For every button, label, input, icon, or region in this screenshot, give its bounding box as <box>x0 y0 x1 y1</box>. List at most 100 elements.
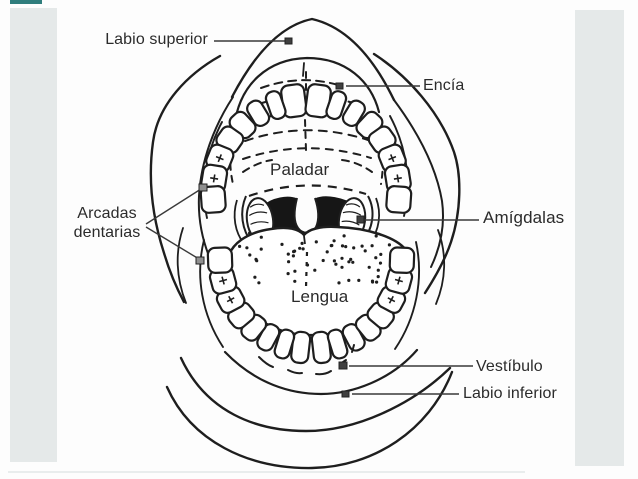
gum-dash-line <box>260 79 339 89</box>
stipple-dot <box>374 234 378 238</box>
label-labio-superior: Labio superior <box>105 31 208 48</box>
stipple-dot <box>370 244 374 248</box>
stipple-dot <box>347 278 351 282</box>
stipple-dot <box>374 256 378 260</box>
stipple-dot <box>313 268 317 272</box>
stipple-dot <box>300 241 304 245</box>
stipple-dot <box>293 279 297 283</box>
tongue-stipple-dots <box>238 231 391 285</box>
stipple-dot <box>363 249 367 253</box>
stipple-dot <box>253 275 257 279</box>
left-margin-panel <box>10 8 57 462</box>
leader-arcadas-lower <box>145 226 200 260</box>
stipple-dot <box>321 258 325 263</box>
stipple-dot <box>259 247 263 251</box>
pointer-markers <box>195 37 365 398</box>
stipple-dot <box>342 234 346 238</box>
stipple-dot <box>357 278 361 282</box>
stipple-dot <box>337 281 341 285</box>
outer-lip-lines <box>149 17 461 470</box>
stipple-dot <box>248 231 252 235</box>
marker-encia <box>335 82 344 90</box>
lower-gum-arch <box>223 348 419 396</box>
stipple-dot <box>298 246 302 250</box>
right-cheek-curve <box>372 52 461 295</box>
stipple-dot <box>305 263 310 267</box>
stipple-dot <box>376 268 380 272</box>
stipple-dot <box>371 280 375 284</box>
upper-lip-curve <box>230 17 396 102</box>
stipple-dot <box>257 281 261 285</box>
upper-frenulum-mark <box>302 62 305 77</box>
stipple-dot <box>351 260 355 264</box>
stipple-dot <box>367 265 371 269</box>
tooth-occlusal-mark <box>388 154 397 163</box>
stipple-dot <box>293 269 297 273</box>
chin-curve <box>165 370 454 470</box>
stipple-dot <box>376 275 380 279</box>
bottom-hairline <box>8 471 525 473</box>
right-margin-panel <box>575 10 624 466</box>
tooth-occlusal-mark <box>226 295 235 304</box>
tooth <box>388 246 416 274</box>
left-cheek-curve <box>149 54 222 304</box>
marker-arcadas-lower <box>195 256 205 265</box>
vestibule-dashes <box>258 344 355 376</box>
tongue-notch <box>303 235 306 245</box>
stipple-dot <box>301 247 305 251</box>
stipple-dot <box>387 243 391 247</box>
tooth <box>246 99 271 128</box>
label-amigdalas: Amígdalas <box>483 208 565 227</box>
marker-labio-inferior <box>341 390 350 398</box>
stipple-dot <box>314 240 318 244</box>
left-corner-fold <box>176 227 187 304</box>
stipple-dot <box>340 256 344 260</box>
stipple-dot <box>254 257 258 261</box>
lower-lip-curve <box>179 356 452 433</box>
stipple-dot <box>334 262 338 266</box>
tooth <box>385 185 413 214</box>
stipple-dot <box>375 280 379 284</box>
label-paladar: Paladar <box>270 160 330 179</box>
tooth-occlusal-mark <box>215 154 224 163</box>
leader-lines <box>145 40 479 395</box>
stipple-dot <box>292 250 296 254</box>
tooth <box>273 328 296 360</box>
tooth-occlusal-mark <box>219 276 228 285</box>
lower-right-vestibule-line <box>394 241 420 350</box>
label-vestibulo: Vestíbulo <box>476 358 543 375</box>
label-labio-inferior: Labio inferior <box>463 385 557 402</box>
lower-dental-arch <box>206 246 416 365</box>
tooth <box>341 99 366 128</box>
tooth <box>325 90 348 121</box>
tonsils <box>245 197 367 243</box>
tooth-occlusal-mark <box>210 174 219 183</box>
stipple-dot <box>379 252 383 256</box>
stipple-dot <box>291 254 295 258</box>
stipple-dot <box>347 260 351 264</box>
marker-arcadas-upper <box>198 183 208 192</box>
tooth-occlusal-mark <box>393 174 402 183</box>
tooth-occlusal-mark <box>394 276 403 285</box>
right-corner-fold <box>435 229 446 305</box>
stipple-dot <box>287 260 291 264</box>
stipple-dot <box>330 243 334 248</box>
stipple-dot <box>378 261 383 265</box>
tooth <box>206 246 234 274</box>
stipple-dot <box>259 235 263 239</box>
stipple-dot <box>340 244 345 248</box>
soft-palate-dashed-arc <box>248 184 367 198</box>
stipple-dot <box>245 246 249 250</box>
marker-labio-superior <box>284 37 293 45</box>
stipple-dot <box>286 272 290 276</box>
label-arcadas-dentarias: Arcadas dentarias <box>73 205 141 241</box>
tooth <box>264 90 287 121</box>
stipple-dot <box>248 253 252 257</box>
stipple-dot <box>332 239 336 243</box>
stipple-dot <box>340 265 344 269</box>
tongue-median-line <box>304 251 309 289</box>
stipple-dot <box>349 257 353 261</box>
stipple-dot <box>325 250 329 254</box>
stipple-dot <box>332 259 336 263</box>
